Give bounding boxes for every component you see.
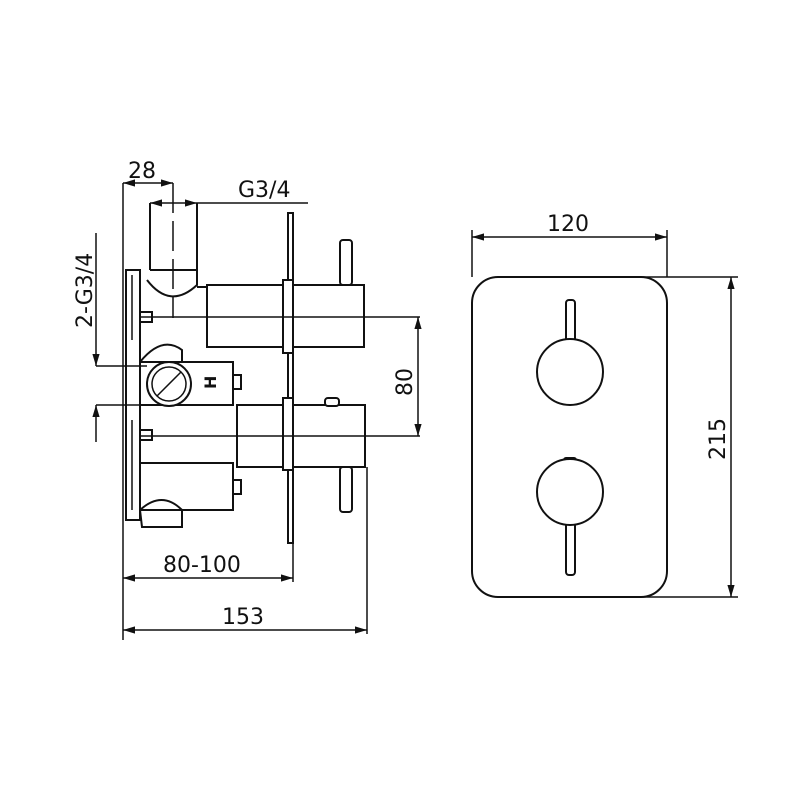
lower-handle-knob [536,458,604,526]
hot-inlet-hatch [156,371,182,397]
bolt [232,479,242,495]
lower-handle [339,466,353,513]
top-inlet-pipe [146,203,198,298]
cover-plate [287,212,294,544]
upper-handle-knob [536,338,604,406]
nut [139,429,153,441]
hot-inlet-inner [151,366,187,402]
dim-80-100-label: 80-100 [163,553,241,578]
dim-2g34-label: 2-G3/4 [73,253,98,328]
side-view: H 28 G3/4 2-G3/4 80 80-100 [73,159,422,640]
hot-marker: H [201,376,220,389]
lower-cap [138,499,183,528]
dim-120-label: 120 [547,212,589,237]
back-plate [125,269,141,521]
lower-valve-body [139,462,234,511]
upper-handle [339,239,353,286]
bolt [232,374,242,390]
dim-80-label: 80 [393,368,418,396]
plate-seal [282,397,294,471]
dim-153-label: 153 [222,605,264,630]
dim-g34-label: G3/4 [238,178,290,203]
middle-cap [139,343,183,363]
front-cover-plate [471,276,668,598]
dim-28-label: 28 [128,159,156,184]
lower-knob [324,397,340,407]
front-view: 120 215 [471,212,738,598]
dim-215-label: 215 [706,418,731,460]
